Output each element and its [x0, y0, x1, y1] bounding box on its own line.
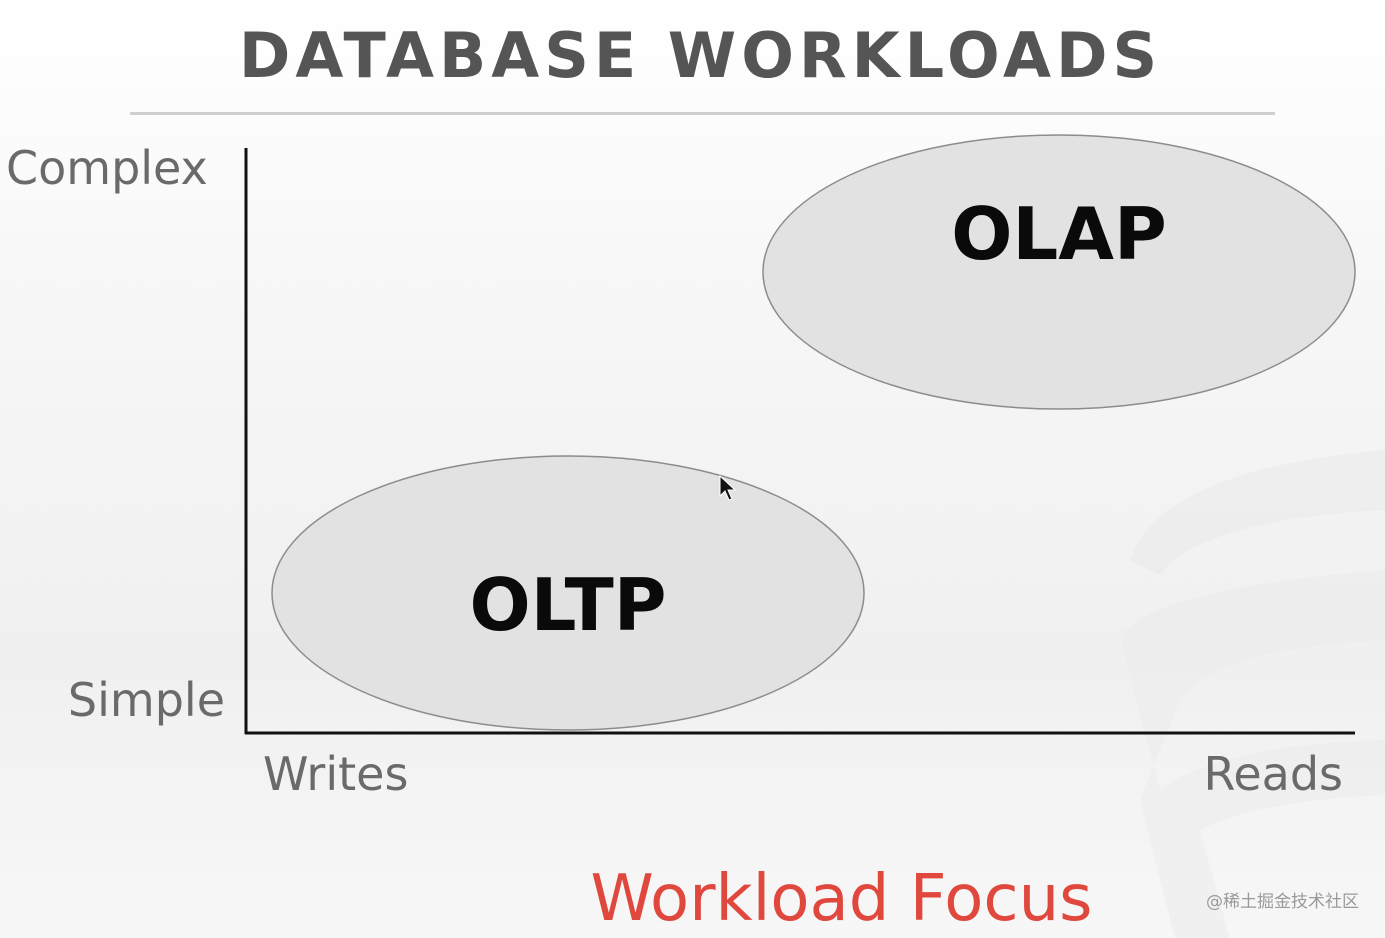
x-axis-right-label: Reads [1203, 747, 1343, 801]
mouse-cursor-icon [719, 474, 737, 501]
oltp-ellipse [271, 455, 865, 731]
oltp-label: OLTP [469, 563, 666, 647]
olap-label: OLAP [951, 192, 1167, 276]
olap-ellipse [762, 134, 1356, 410]
y-axis-top-label: Complex [6, 141, 208, 195]
background-database-icon [1120, 450, 1385, 938]
x-axis-left-label: Writes [263, 747, 409, 801]
olap-region: OLAP [762, 134, 1356, 410]
watermark-text: @稀土掘金技术社区 [1206, 892, 1359, 912]
page-title: DATABASE WORKLOADS [238, 19, 1163, 92]
oltp-region: OLTP [271, 455, 865, 731]
x-axis-caption: Workload Focus [590, 862, 1093, 936]
title-divider [130, 112, 1275, 115]
y-axis-bottom-label: Simple [67, 673, 225, 727]
